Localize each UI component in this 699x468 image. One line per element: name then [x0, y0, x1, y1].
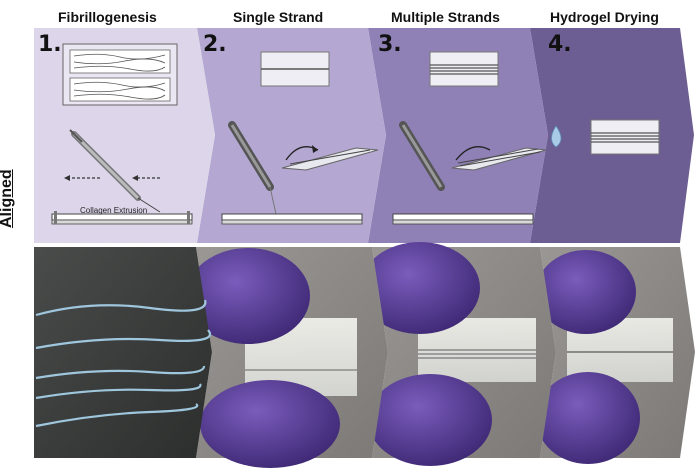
tweezers-2	[228, 121, 277, 215]
photo-row	[34, 242, 695, 468]
step-1-number: 1.	[38, 32, 62, 57]
multi-strand-film	[429, 51, 499, 87]
fibril-schematic	[62, 43, 178, 106]
header-hydrogel-drying: Hydrogel Drying	[550, 9, 659, 25]
flip-arrow-3	[455, 146, 491, 161]
schematic-row	[34, 28, 694, 243]
collagen-threads	[35, 299, 211, 428]
header-single-strand: Single Strand	[233, 9, 324, 25]
dried-film	[590, 119, 660, 155]
panel-2	[197, 28, 386, 243]
header-fibrillogenesis: Fibrillogenesis	[58, 9, 157, 25]
panel-3	[368, 28, 548, 243]
step-3-number: 3.	[378, 32, 402, 57]
slide-2	[281, 147, 379, 171]
header-multiple-strands: Multiple Strands	[391, 9, 500, 25]
collagen-extrusion-label: Collagen Extrusion	[80, 206, 148, 215]
extrusion-bath-3	[392, 213, 534, 225]
syringe	[69, 129, 161, 213]
tweezers-3	[399, 121, 445, 191]
extrusion-bath-1	[51, 211, 193, 225]
extrusion-bath-2	[221, 213, 363, 225]
step-2-number: 2.	[203, 32, 227, 57]
water-drop-icon	[551, 125, 562, 148]
aligned-side-label: Aligned	[0, 169, 15, 228]
single-strand-film	[260, 51, 330, 87]
photo-1	[34, 247, 212, 458]
step-4-number: 4.	[548, 32, 572, 57]
